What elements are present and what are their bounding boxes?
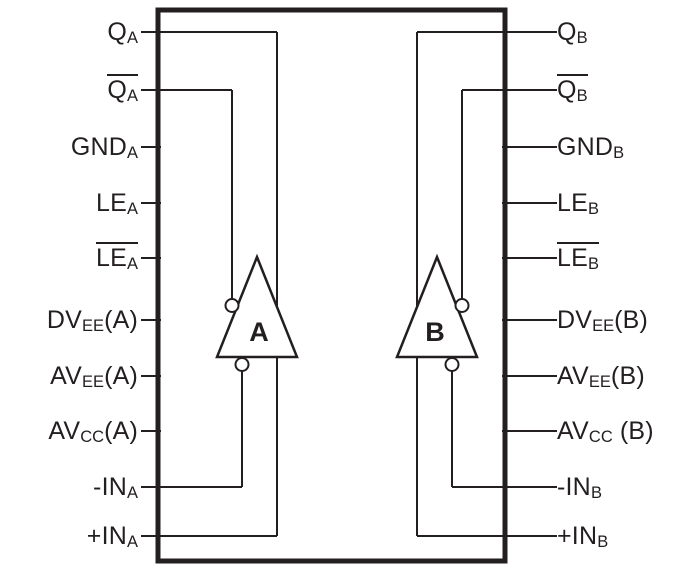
pin-suffix: (A) (104, 417, 138, 445)
pin-name: LEA (96, 189, 138, 218)
pin-name: DVEE (557, 306, 615, 335)
inversion-bubble-b-nin (444, 357, 460, 372)
comparator-a-label: A (249, 317, 269, 347)
pin-label-left-4: LEA (96, 242, 138, 274)
pin-name-overlined: LEA (96, 242, 138, 273)
pin-name: AVCC (48, 417, 105, 446)
comparator-a-symbol: A (215, 253, 299, 372)
pin-name-overlined: QA (107, 74, 138, 105)
pin-label-right-3: LEB (557, 187, 599, 225)
pin-suffix: (B) (614, 306, 649, 334)
comparator-b-routing (416, 32, 463, 536)
pin-name: -INA (93, 473, 138, 502)
pin-label-right-7: AVCC (B) (557, 415, 654, 453)
pin-name: DVEE (46, 306, 105, 335)
pin-label-left-3: LEA (96, 187, 138, 225)
comparator-a-routing (231, 32, 278, 536)
pin-name: AVEE (557, 362, 611, 391)
pin-label-left-5: DVEE(A) (47, 304, 138, 342)
inversion-bubble-a-nin (234, 357, 250, 372)
pin-name: AVEE (50, 362, 105, 391)
pin-name: GNDB (557, 133, 625, 162)
pin-label-right-2: GNDB (557, 131, 624, 169)
pin-label-right-6: AVEE(B) (557, 360, 645, 398)
pin-label-left-1: QA (107, 74, 138, 106)
pin-label-right-9: +INB (557, 520, 608, 558)
pin-label-right-8: -INB (557, 471, 602, 509)
pin-label-left-7: AVCC(A) (48, 415, 138, 453)
left-pin-lines (141, 31, 277, 537)
pin-label-left-8: -INA (93, 471, 138, 509)
pin-name: GNDA (70, 133, 138, 162)
pin-name: AVCC (557, 417, 613, 446)
wiring (141, 31, 557, 537)
right-pin-lines (417, 31, 557, 537)
chip-outline (155, 7, 508, 564)
pin-suffix: (A) (104, 362, 138, 390)
inversion-bubble-a-qbar (224, 298, 240, 313)
pin-label-right-0: QB (557, 16, 588, 54)
pin-name: +INA (86, 522, 138, 551)
comparator-b-label: B (425, 317, 445, 347)
pin-label-left-0: QA (107, 16, 138, 54)
pin-name-overlined: LEB (557, 242, 599, 273)
pin-label-right-1: QB (557, 74, 588, 106)
pin-name: -INB (557, 473, 602, 502)
comparator-b-symbol: B (395, 253, 479, 372)
pin-label-left-6: AVEE(A) (50, 360, 138, 398)
pin-name: QB (557, 18, 588, 47)
pin-suffix: (B) (612, 417, 654, 445)
pin-label-left-2: GNDA (71, 131, 138, 169)
inversion-bubble-b-qbar (454, 298, 470, 313)
pin-label-right-5: DVEE(B) (557, 304, 648, 342)
pin-name-overlined: QB (557, 74, 588, 105)
pin-label-left-9: +INA (87, 520, 138, 558)
pin-suffix: (A) (104, 306, 138, 334)
pin-name: LEB (557, 189, 599, 218)
pin-name: +INB (557, 522, 609, 551)
pin-suffix: (B) (610, 362, 645, 390)
pin-name: QA (107, 18, 138, 47)
pin-label-right-4: LEB (557, 242, 599, 274)
